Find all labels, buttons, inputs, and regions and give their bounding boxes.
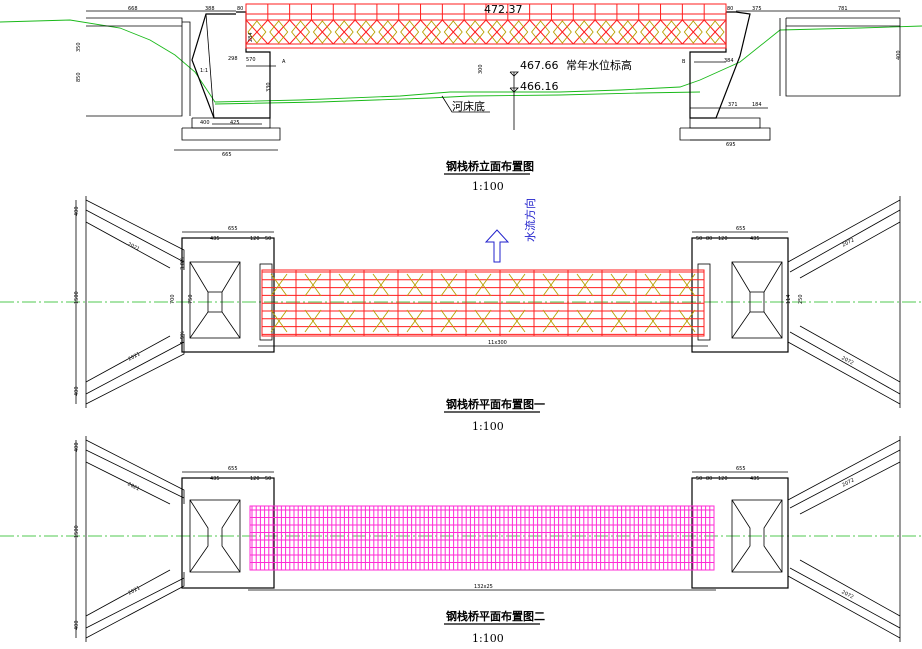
dim-text: 400: [200, 120, 210, 126]
dim-text: 1.9%: [180, 331, 186, 344]
dim-text: 570: [246, 57, 256, 63]
dim-text: 655: [228, 466, 238, 472]
dim-text: 284: [248, 32, 254, 42]
slope-label: 1:1: [200, 68, 208, 74]
dim-text: 665: [222, 152, 232, 158]
plan2-title: 钢栈桥平面布置图二: [446, 609, 545, 623]
plan2-scale: 1:100: [472, 632, 504, 645]
dim-text: 80: [706, 476, 712, 482]
elevation-scale: 1:100: [472, 180, 504, 193]
dim-text: 2072: [840, 355, 854, 366]
flow-label: 水流方向: [523, 198, 537, 242]
truss-deck: [245, 3, 727, 49]
plan1-title: 钢栈桥平面布置图一: [446, 397, 545, 411]
plan1-deck: [261, 269, 705, 337]
dim-text: 80: [706, 236, 712, 242]
dim-text: 250: [798, 294, 804, 304]
dim-text: 330: [266, 82, 272, 92]
dim-text: 50: [265, 476, 271, 482]
dim-text: 435: [750, 236, 760, 242]
dim-text: 400: [896, 50, 902, 60]
dim-text: 114: [786, 294, 792, 304]
dim-text: 655: [228, 226, 238, 232]
dim-text: 388: [205, 6, 215, 12]
dim-text: 2021: [127, 351, 141, 362]
normal-water-level: 467.66: [520, 59, 559, 72]
dim-text: 120: [250, 236, 260, 242]
water-level-marker: 467.66 常年水位标高 466.16 河床底: [441, 58, 632, 130]
dim-text: 425: [230, 120, 240, 126]
dim-text: 400: [74, 442, 80, 452]
dim-text: 2021: [127, 585, 141, 596]
riverbed-profile: [214, 91, 701, 105]
dim-text: 300: [478, 64, 484, 74]
dim-text: 375: [752, 6, 762, 12]
dim-text: 400: [74, 386, 80, 396]
riverbed-level: 466.16: [520, 80, 559, 93]
section-mark-b: B: [682, 59, 686, 65]
elevation-view: 472.37 467.66 常年水位标高 466.16 河床底 A B 1:1 …: [0, 3, 922, 193]
dim-text: 668: [128, 6, 138, 12]
dim-text: 184: [752, 102, 762, 108]
dim-text: 80: [727, 6, 733, 12]
section-mark-a: A: [282, 59, 286, 65]
dim-text: 1500: [74, 291, 80, 304]
dim-text: 750: [188, 294, 194, 304]
dim-text: 371: [728, 102, 738, 108]
plan2-span: 132x25: [474, 584, 493, 590]
deck-level: 472.37: [484, 3, 523, 16]
plan-view-2: 655 435 120 50 50 80 120 435 655 1500 40…: [0, 436, 922, 645]
dim-text: 400: [74, 620, 80, 630]
normal-water-label: 常年水位标高: [566, 58, 632, 72]
dim-text: 2072: [841, 237, 855, 248]
dim-text: 655: [736, 226, 746, 232]
elevation-title: 钢栈桥立面布置图: [446, 159, 534, 173]
dim-text: 850: [76, 72, 82, 82]
dim-text: 2072: [840, 589, 854, 600]
plan1-right-abutment: [691, 237, 789, 353]
dim-text: 50: [696, 476, 702, 482]
dim-text: 50: [696, 236, 702, 242]
dim-text: 2021: [126, 481, 140, 492]
plan-view-1: 655 435 120 50 50 80 120 435 655 1500 70…: [0, 196, 922, 433]
dim-text: 435: [210, 476, 220, 482]
dim-text: 50: [265, 236, 271, 242]
plan1-scale: 1:100: [472, 420, 504, 433]
dim-text: 2072: [841, 477, 855, 488]
left-abutment: [191, 11, 271, 119]
dim-text: 2021: [126, 241, 140, 252]
plan2-deck: [249, 505, 715, 571]
flow-direction-arrow: 水流方向: [484, 198, 537, 263]
dim-text: 298: [228, 56, 238, 62]
riverbed-label: 河床底: [452, 99, 485, 113]
plan1-span: 11x300: [488, 340, 507, 346]
dim-text: 1500: [74, 525, 80, 538]
dim-text: 435: [210, 236, 220, 242]
dim-text: 384: [724, 58, 734, 64]
dim-text: 120: [250, 476, 260, 482]
dim-text: 781: [838, 6, 848, 12]
dim-text: 700: [170, 294, 176, 304]
ground-profile: [0, 19, 922, 103]
dim-text: 3.0%: [180, 257, 186, 270]
dim-text: 655: [736, 466, 746, 472]
dim-text: 350: [76, 42, 82, 52]
dim-text: 435: [750, 476, 760, 482]
dim-text: 695: [726, 142, 736, 148]
dim-text: 120: [718, 476, 728, 482]
dim-text: 400: [74, 206, 80, 216]
dim-text: 120: [718, 236, 728, 242]
dim-text: 80: [237, 6, 243, 12]
